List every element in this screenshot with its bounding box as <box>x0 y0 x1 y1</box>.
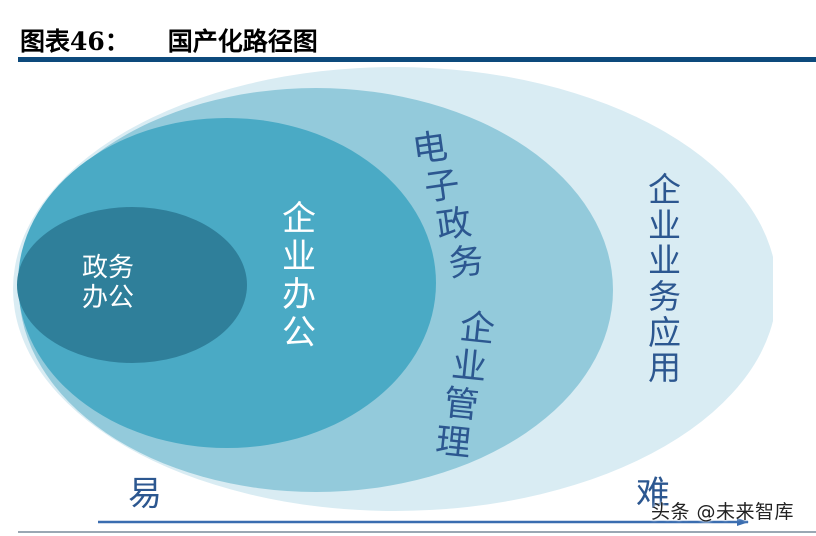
core-label-line-2: 办公 <box>82 282 135 313</box>
outer-label-char: 企 <box>648 170 681 209</box>
axis-start-label-easy: 易 <box>128 474 162 514</box>
watermark: 头条 @未来智库 <box>651 501 795 523</box>
figure-title: 图表46： 国产化路径图 <box>20 22 318 58</box>
inner-label-char: 业 <box>282 237 316 278</box>
outer-label: 企 业 业 务 应 用 <box>648 172 681 386</box>
mgmt-char: 理 <box>433 421 473 465</box>
egov-char: 务 <box>445 240 487 286</box>
title-divider <box>18 57 816 62</box>
inner-label-char: 办 <box>282 275 316 316</box>
outer-label-char: 用 <box>648 348 681 388</box>
axis-end-label-hard: 难 <box>636 474 670 514</box>
outer-label-char: 应 <box>648 312 681 352</box>
figure-number: 图表46： <box>20 27 130 56</box>
bottom-divider <box>18 531 816 533</box>
outer-label-char: 业 <box>648 205 681 245</box>
core-label: 政务 办公 <box>82 253 135 314</box>
outer-label-char: 业 <box>648 241 681 281</box>
inner-label-char: 公 <box>282 313 316 354</box>
inner-label-char: 企 <box>282 199 316 239</box>
figure-title-text: 国产化路径图 <box>167 27 318 56</box>
inner-label: 企 业 办 公 <box>282 200 316 352</box>
outer-label-char: 务 <box>648 276 681 316</box>
core-ellipse-gov-office <box>17 207 247 363</box>
core-label-line-1: 政务 <box>82 253 135 283</box>
